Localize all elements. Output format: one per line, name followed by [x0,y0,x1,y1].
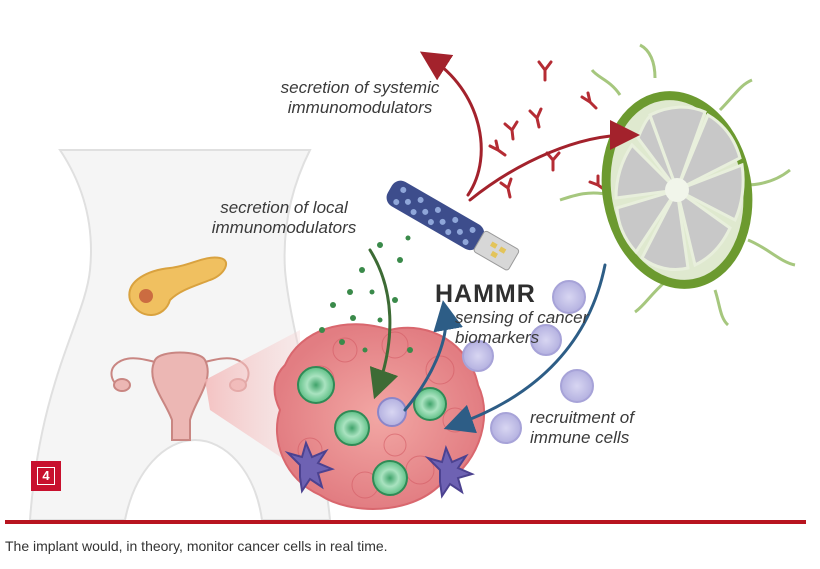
immune-cell [377,397,407,427]
label-local: secretion of local immunomodulators [196,198,372,238]
dendritic-cells [284,440,475,499]
label-sensing-line2: biomarkers [455,328,540,347]
lymph-node [559,43,796,327]
slide-number-badge: 4 [31,461,61,491]
slide-number: 4 [37,467,55,485]
label-recruitment: recruitment of immune cells [530,408,634,448]
diagram-canvas [28,43,796,521]
hammr-device [386,180,520,271]
circulating-immune-cells [462,280,594,444]
t-cells [297,366,447,496]
label-systemic: secretion of systemic immunomodulators [262,78,458,118]
label-systemic-line2: immunomodulators [287,98,433,117]
label-sensing: sensing of cancer biomarkers [455,308,588,348]
figure: secretion of systemic immunomodulators s… [28,43,796,521]
label-local-line2: immunomodulators [211,218,357,237]
device-name: HAMMR [435,280,536,308]
local-arrow [368,248,399,400]
caption-divider [5,520,806,524]
label-recruitment-line1: recruitment of [530,408,634,427]
label-sensing-line1: sensing of cancer [455,308,589,327]
systemic-arrow-up [419,51,483,197]
caption: The implant would, in theory, monitor ca… [5,538,388,554]
recruitment-arrow [443,263,607,434]
pancreas [128,256,228,316]
label-local-line1: secretion of local [220,198,348,217]
label-systemic-line1: secretion of systemic [280,78,440,97]
local-secretion-dots [319,235,413,353]
systemic-arrow-lymph [468,120,640,202]
sensing-arrow [403,300,463,412]
label-recruitment-line2: immune cells [530,428,630,447]
